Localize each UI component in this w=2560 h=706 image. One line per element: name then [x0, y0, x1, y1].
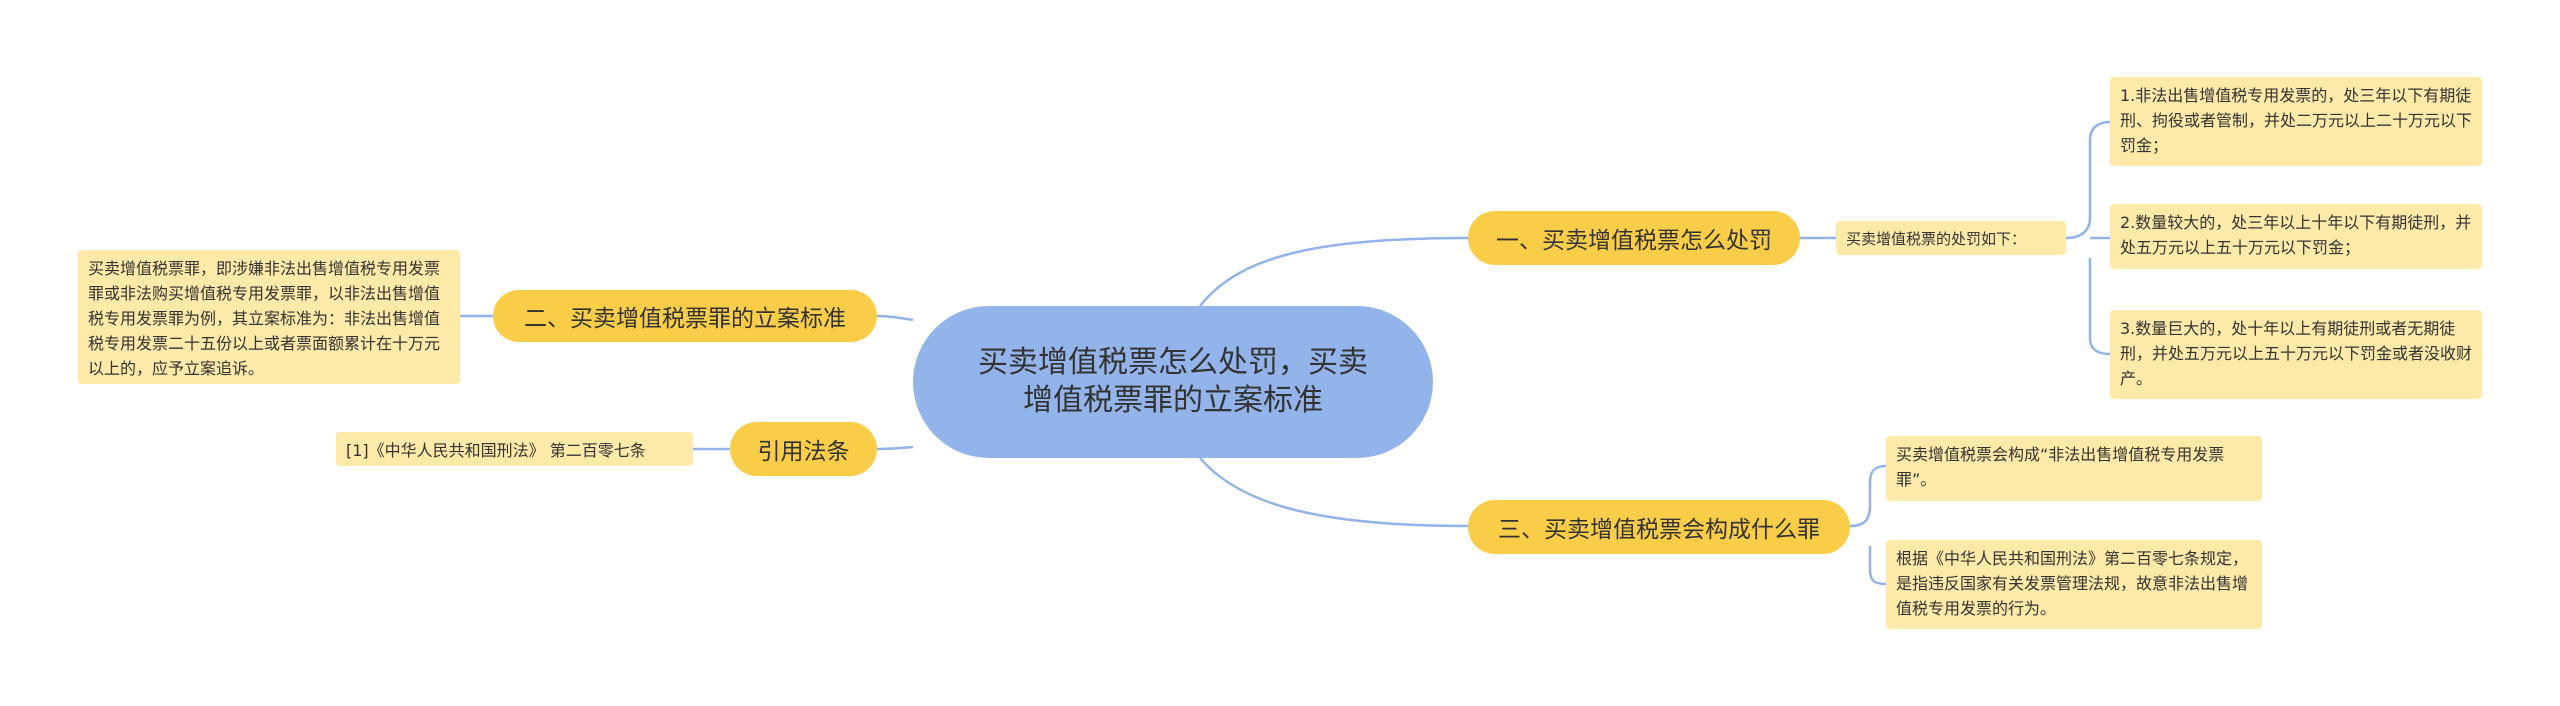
link-root-b4 — [876, 445, 914, 451]
leaf-crime-type-1-text: 买卖增值税票会构成“非法出售增值税专用发票罪”。 — [1896, 445, 2225, 489]
leaf-crime-type-2[interactable]: 根据《中华人民共和国刑法》第二百零七条规定，是指违反国家有关发票管理法规，故意非… — [1886, 540, 2262, 629]
branch-filing-standard[interactable]: 二、买卖增值税票罪的立案标准 — [493, 290, 877, 342]
leaf-penalty-item-3-text: 3.数量巨大的，处十年以上有期徒刑或者无期徒刑，并处五万元以上五十万元以下罚金或… — [2120, 319, 2473, 388]
link-root-b1 — [1199, 236, 1469, 307]
leaf-penalty-intro-text: 买卖增值税票的处罚如下： — [1846, 229, 2027, 248]
leaf-crime-type-2-text: 根据《中华人民共和国刑法》第二百零七条规定，是指违反国家有关发票管理法规，故意非… — [1896, 549, 2249, 618]
link-b3-items — [1849, 464, 1887, 586]
branch-crime-type-label: 三、买卖增值税票会构成什么罪 — [1498, 517, 1820, 543]
leaf-crime-type-1[interactable]: 买卖增值税票会构成“非法出售增值税专用发票罪”。 — [1886, 436, 2262, 501]
leaf-penalty-item-1-text: 1.非法出售增值税专用发票的，处三年以下有期徒刑、拘役或者管制，并处二万元以上二… — [2120, 86, 2473, 155]
leaf-penalty-item-2[interactable]: 2.数量较大的，处三年以上十年以下有期徒刑，并处五万元以上五十万元以下罚金； — [2110, 204, 2482, 269]
leaf-cited-law-text: [1]《中华人民共和国刑法》 第二百零七条 — [346, 441, 646, 460]
link-root-b3 — [1199, 457, 1469, 528]
branch-cited-law-label: 引用法条 — [757, 439, 850, 465]
leaf-penalty-item-1[interactable]: 1.非法出售增值税专用发票的，处三年以下有期徒刑、拘役或者管制，并处二万元以上二… — [2110, 77, 2482, 166]
leaf-filing-standard[interactable]: 买卖增值税票罪，即涉嫌非法出售增值税专用发票罪或非法购买增值税专用发票罪，以非法… — [78, 250, 460, 384]
leaf-filing-standard-text: 买卖增值税票罪，即涉嫌非法出售增值税专用发票罪或非法购买增值税专用发票罪，以非法… — [88, 259, 441, 378]
branch-filing-standard-label: 二、买卖增值税票罪的立案标准 — [524, 306, 846, 332]
link-root-b2 — [876, 314, 914, 322]
branch-penalty-label: 一、买卖增值税票怎么处罚 — [1496, 228, 1772, 254]
branch-cited-law[interactable]: 引用法条 — [730, 422, 877, 476]
branch-penalty[interactable]: 一、买卖增值税票怎么处罚 — [1468, 211, 1800, 265]
leaf-cited-law[interactable]: [1]《中华人民共和国刑法》 第二百零七条 — [336, 432, 693, 466]
root-node[interactable]: 买卖增值税票怎么处罚，买卖增值税票罪的立案标准 — [913, 306, 1433, 458]
leaf-penalty-item-2-text: 2.数量较大的，处三年以上十年以下有期徒刑，并处五万元以上五十万元以下罚金； — [2120, 213, 2472, 257]
leaf-penalty-intro[interactable]: 买卖增值税票的处罚如下： — [1836, 221, 2066, 255]
root-title: 买卖增值税票怎么处罚，买卖增值税票罪的立案标准 — [978, 345, 1368, 418]
leaf-penalty-item-3[interactable]: 3.数量巨大的，处十年以上有期徒刑或者无期徒刑，并处五万元以上五十万元以下罚金或… — [2110, 310, 2482, 399]
branch-crime-type[interactable]: 三、买卖增值税票会构成什么罪 — [1468, 500, 1850, 554]
link-intro-items — [2065, 120, 2111, 356]
